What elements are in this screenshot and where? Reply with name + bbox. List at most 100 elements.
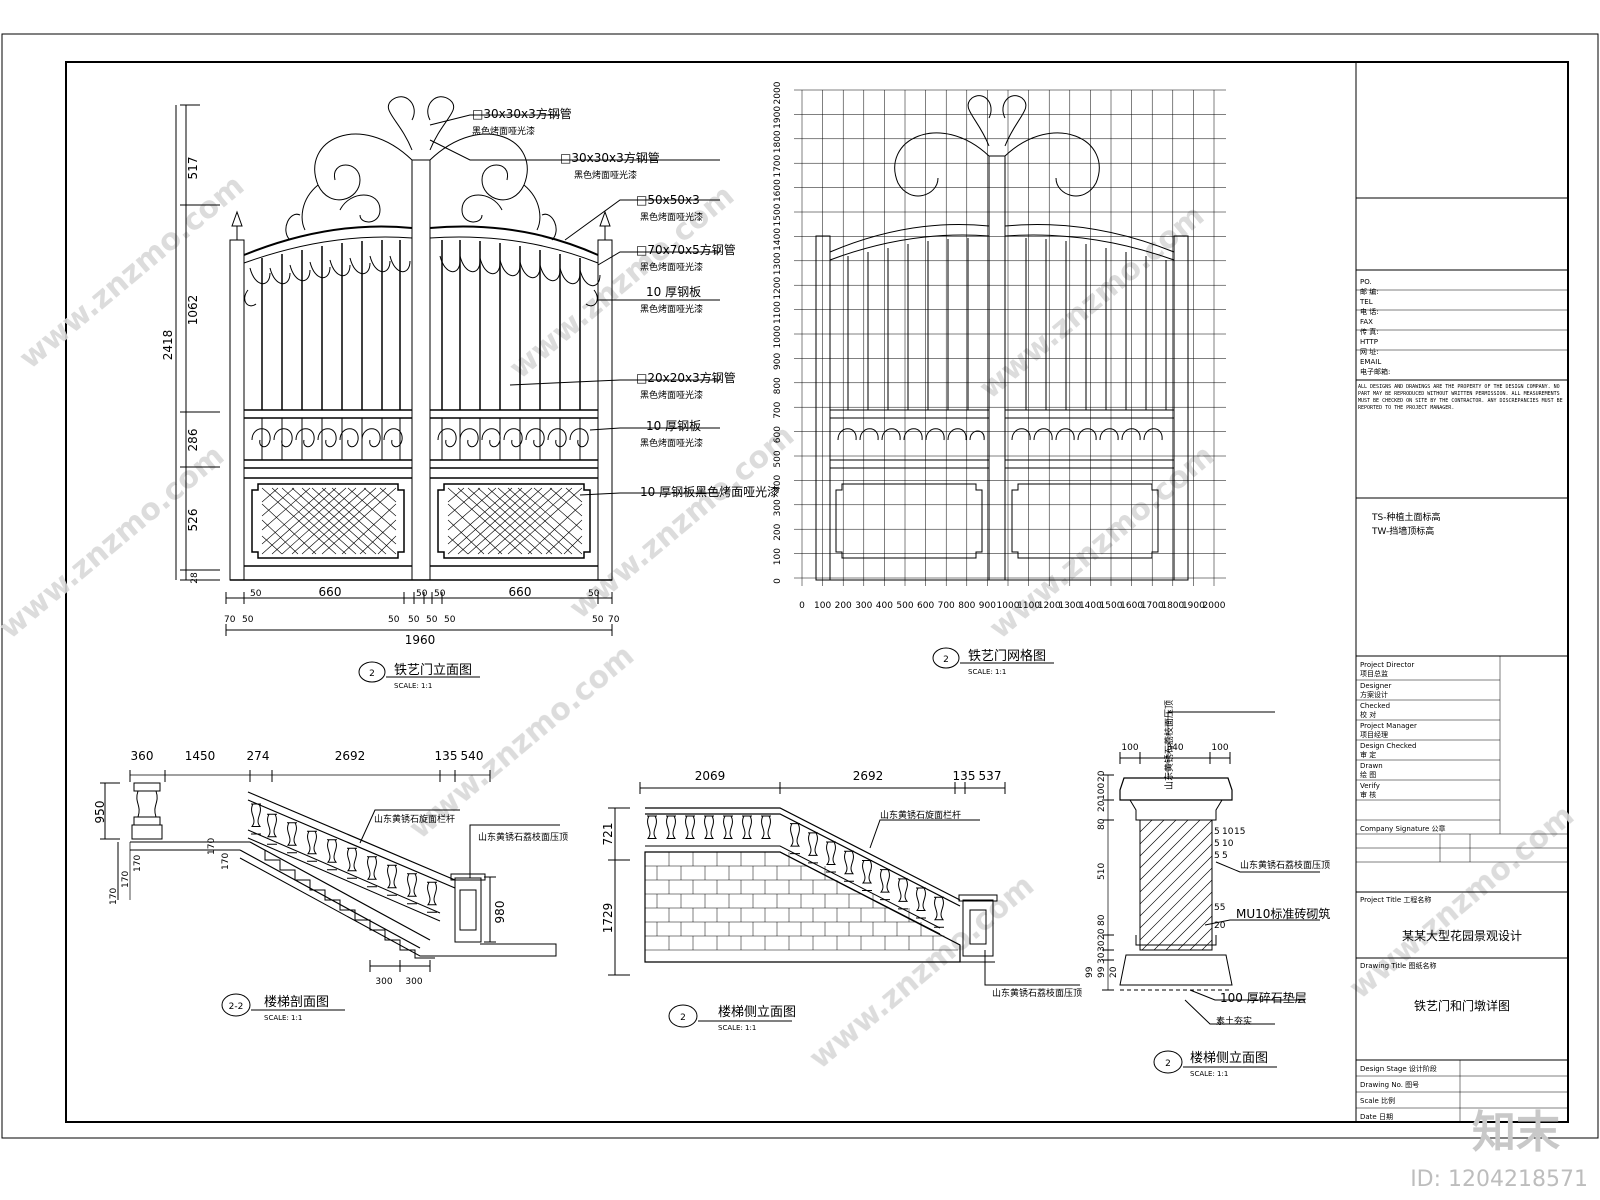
dim: 5 [1214, 851, 1220, 861]
view-title: 楼梯侧立面图 [718, 1005, 796, 1020]
callout-spec: □70x70x5方钢管 [636, 242, 736, 257]
note-cap: 山东黄锈石荔枝面压顶 [478, 831, 568, 843]
grid-y-tick: 900 [773, 353, 783, 370]
grid-y-tick: 500 [773, 450, 783, 467]
callout-spec: □30x30x3方钢管 [472, 106, 572, 121]
dim-small: 70 [608, 615, 620, 625]
gate-elevation-text: 517 1062 2418 286 526 28 660 660 1960 70… [161, 106, 779, 690]
grid-y-tick: 1800 [773, 130, 783, 153]
dim-small: 50 [408, 615, 420, 625]
dim: 510 [1097, 863, 1107, 880]
gate-elevation [175, 96, 720, 683]
callout-finish: 黑色烤面哑光漆 [574, 169, 637, 181]
note-cap-top: 山东黄锈石荔枝面压顶 [1163, 700, 1175, 790]
dim-526: 526 [186, 509, 200, 532]
dim-28: 28 [190, 572, 200, 584]
gate-dim-horizontal [225, 592, 613, 604]
grid-x-tick: 200 [835, 601, 852, 611]
watermark-text: www.znzmo.com [0, 438, 231, 646]
view-scale: SCALE: 1:1 [264, 1014, 302, 1022]
dim-small: 50 [592, 615, 604, 625]
callout-finish: 黑色烤面哑光漆 [640, 211, 703, 223]
gate-finials [231, 210, 611, 240]
gate-panel-lattice [261, 487, 583, 555]
seal-label: Company Signature 公章 [1360, 824, 1446, 833]
view-number: 2 [1165, 1059, 1171, 1069]
info-row: 网 址: [1360, 347, 1379, 356]
brand-logo: 知末 [1472, 1107, 1560, 1158]
note-cap: 山东黄锈石荔枝面压顶 [992, 987, 1082, 999]
baluster [933, 896, 945, 928]
info-row: TEL [1359, 298, 1373, 306]
baluster [286, 822, 298, 854]
grid-x-tick: 700 [938, 601, 955, 611]
dim-1062: 1062 [186, 295, 200, 326]
dim: 20 [1097, 928, 1107, 940]
grid-gate-outline [815, 95, 1189, 581]
dim-517: 517 [186, 157, 200, 180]
callout-finish: 黑色烤面哑光漆 [640, 303, 703, 315]
notice-box: ALL DESIGNS AND DRAWINGS ARE THE PROPERT… [1358, 384, 1563, 411]
callout-spec: □30x30x3方钢管 [560, 150, 660, 165]
watermark-text: www.znzmo.com [983, 438, 1221, 646]
note-soil: 素土夯实 [1216, 1015, 1252, 1027]
dim: 100 [1211, 743, 1228, 753]
baluster [326, 839, 338, 871]
grid-y-tick: 1300 [773, 252, 783, 275]
role-en: Design Checked [1360, 742, 1416, 750]
dim-2418: 2418 [161, 330, 175, 361]
gate-mid-scrolls [251, 418, 589, 460]
crown-scroll-left [314, 133, 413, 201]
grid-x-tick: 800 [958, 601, 975, 611]
dim: 170 [221, 853, 231, 870]
dim: 1729 [601, 903, 615, 934]
grid-x-tick: 900 [979, 601, 996, 611]
dim-small: 70 [224, 615, 236, 625]
grid-x-tick: 1100 [1017, 601, 1040, 611]
view-title: 铁艺门网格图 [968, 648, 1046, 664]
baluster [366, 856, 378, 888]
baluster [266, 813, 278, 845]
grid-y-tick: 1200 [773, 276, 783, 299]
baluster [250, 803, 262, 835]
view-scale: SCALE: 1:1 [394, 682, 432, 690]
dim: 300 [375, 977, 392, 987]
stair-side-balusters [646, 815, 945, 928]
grid-y-tick: 200 [773, 523, 783, 540]
baluster [406, 873, 418, 905]
watermark-text: www.znzmo.com [803, 868, 1041, 1076]
watermark-text: www.znzmo.com [13, 168, 251, 376]
dim: 55 [1214, 903, 1225, 913]
callout-finish: 黑色烤面哑光漆 [640, 437, 703, 449]
baluster [665, 815, 677, 847]
callout-finish: 黑色烤面哑光漆 [640, 389, 703, 401]
dim: 20 [1097, 800, 1107, 812]
gate-dim-vertical [180, 104, 220, 581]
baluster [346, 847, 358, 879]
note-gravel: 100 厚碎石垫层 [1220, 990, 1307, 1005]
role-cn: 审 核 [1360, 790, 1376, 799]
dim-small: 50 [416, 589, 428, 599]
note-cap-mid: 山东黄锈石荔枝面压顶 [1240, 859, 1330, 871]
bottom-row: Drawing No. 图号 [1360, 1081, 1419, 1089]
role-cn: 项目经理 [1360, 730, 1388, 739]
stair-side-elevation [608, 782, 1080, 1028]
baluster [741, 815, 753, 847]
callout-spec: 10 厚钢板 [646, 419, 701, 433]
project-name: 某某大型花园景观设计 [1402, 928, 1522, 943]
grid-x-tick: 1800 [1161, 601, 1184, 611]
baluster [722, 815, 734, 847]
dim: 340 [1166, 743, 1183, 753]
callout-spec: 10 厚钢板 [646, 285, 701, 299]
grid-x-tick: 100 [814, 601, 831, 611]
view-scale: SCALE: 1:1 [968, 668, 1006, 676]
pier-hatch [1139, 819, 1213, 951]
view-number: 2-2 [229, 1002, 244, 1012]
view-scale: SCALE: 1:1 [1190, 1070, 1228, 1078]
grid-y-tick: 700 [773, 401, 783, 418]
dim-small: 50 [242, 615, 254, 625]
baluster [843, 850, 855, 882]
drawing-title-label: Drawing Title 图纸名称 [1360, 961, 1437, 970]
dim: 100 [1097, 783, 1107, 800]
project-title-label: Project Title 工程名称 [1360, 895, 1431, 904]
